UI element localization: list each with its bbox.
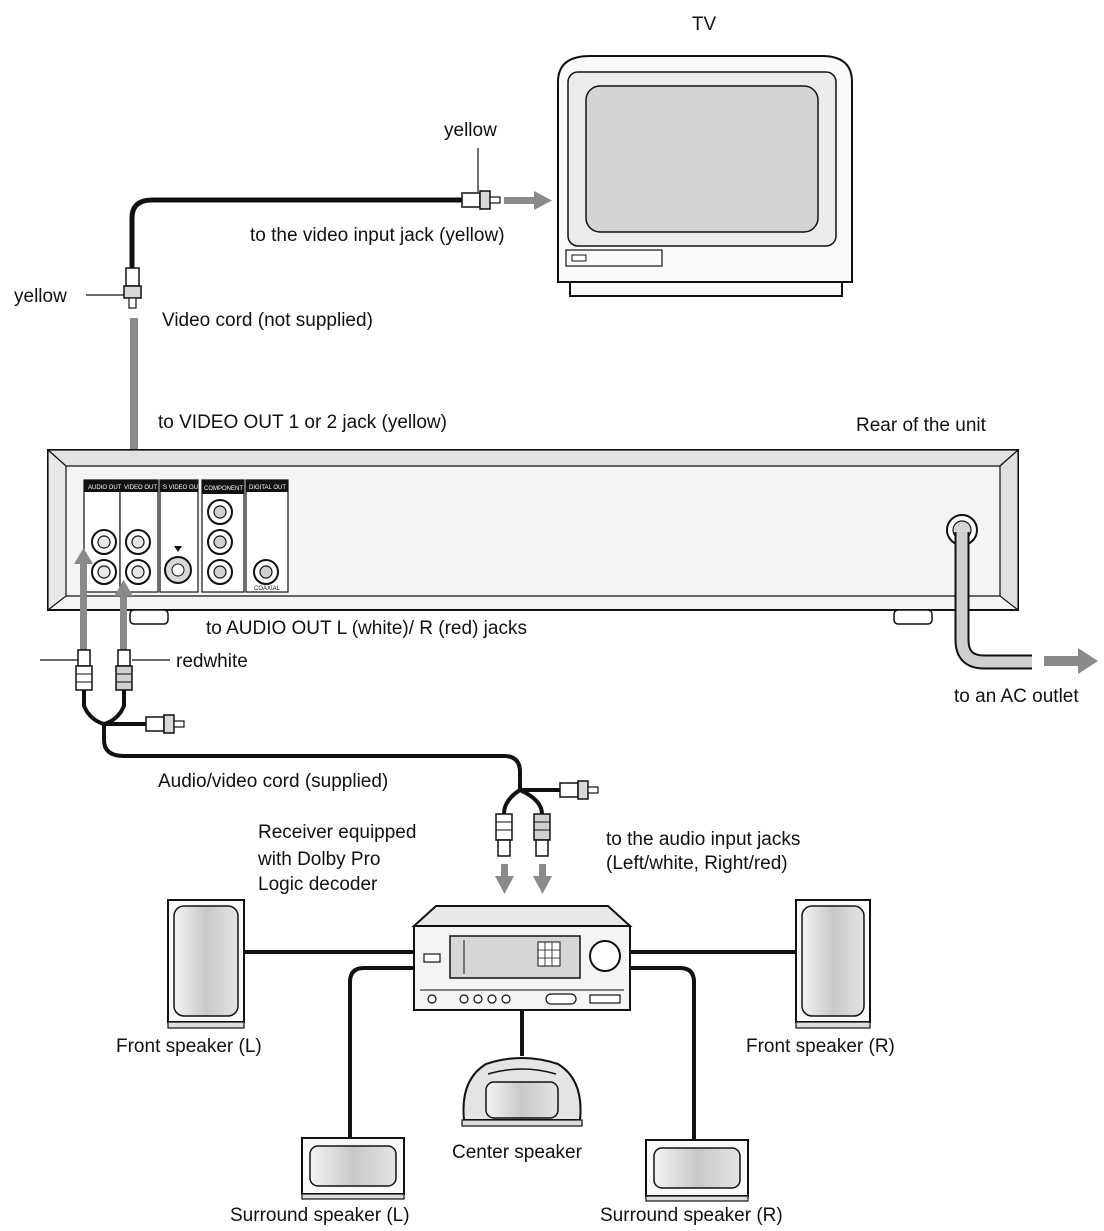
video-plug-tv <box>461 190 501 210</box>
audio-input-label: to the audio input jacks (Left/white, Ri… <box>606 829 806 874</box>
svg-text:COAXIAL: COAXIAL <box>254 586 281 592</box>
audio-out-label: to AUDIO OUT L (white)/ R (red) jacks <box>206 618 527 639</box>
svg-text:VIDEO OUT: VIDEO OUT <box>124 485 157 491</box>
front-speaker-r <box>795 899 871 1029</box>
rear-label: Rear of the unit <box>856 415 987 436</box>
svg-text:COMPONENT VIDEO OUT: COMPONENT VIDEO OUT <box>204 486 278 492</box>
video-out-label: to VIDEO OUT 1 or 2 jack (yellow) <box>158 412 447 433</box>
audio-plug-white-receiver <box>495 813 513 857</box>
yellow-label-left: yellow <box>14 286 67 307</box>
svg-text:S VIDEO OUT: S VIDEO OUT <box>163 485 202 491</box>
receiver <box>411 905 633 1011</box>
front-speaker-r-label: Front speaker (R) <box>746 1036 895 1057</box>
tv <box>557 55 853 297</box>
front-speaker-l <box>167 899 245 1029</box>
receiver-volume-knob <box>589 940 621 972</box>
video-plug-unit <box>123 267 142 309</box>
audio-plug-red-unit <box>115 649 133 691</box>
svg-text:AUDIO OUT: AUDIO OUT <box>88 485 122 491</box>
video-cord-label: Video cord (not supplied) <box>162 310 373 331</box>
video-cord <box>86 148 501 309</box>
audio-cord <box>40 548 599 894</box>
center-speaker <box>461 1057 583 1127</box>
foot-right <box>893 609 933 625</box>
front-speaker-l-label: Front speaker (L) <box>116 1036 262 1057</box>
surround-speaker-r-label: Surround speaker (R) <box>600 1205 783 1226</box>
arrow-to-outlet <box>1044 648 1098 674</box>
dvd-unit-rear: AUDIO OUT VIDEO OUT S VIDEO OUT COMPONEN… <box>46 448 1020 625</box>
center-speaker-label: Center speaker <box>452 1142 583 1163</box>
tv-label: TV <box>692 14 717 35</box>
video-input-label: to the video input jack (yellow) <box>250 225 505 246</box>
receiver-label: Receiver equipped with Dolby Pro Logic d… <box>257 822 422 895</box>
av-cord-label: Audio/video cord (supplied) <box>158 771 388 792</box>
audio-plug-red-receiver <box>533 813 551 857</box>
audio-plug-white-unit <box>75 649 93 691</box>
power-cord <box>954 532 1032 670</box>
speaker-wires <box>244 950 798 1140</box>
arrow-to-tv <box>504 191 552 210</box>
svg-text:DIGITAL OUT: DIGITAL OUT <box>249 485 286 491</box>
surround-speaker-l <box>301 1137 405 1200</box>
foot-left <box>129 609 169 625</box>
surround-speaker-l-label: Surround speaker (L) <box>230 1205 410 1226</box>
redwhite-label: redwhite <box>176 651 248 672</box>
ac-outlet-label: to an AC outlet <box>954 686 1079 707</box>
yellow-label-top: yellow <box>444 120 497 141</box>
tv-screen <box>585 85 819 233</box>
surround-speaker-r <box>645 1139 749 1202</box>
